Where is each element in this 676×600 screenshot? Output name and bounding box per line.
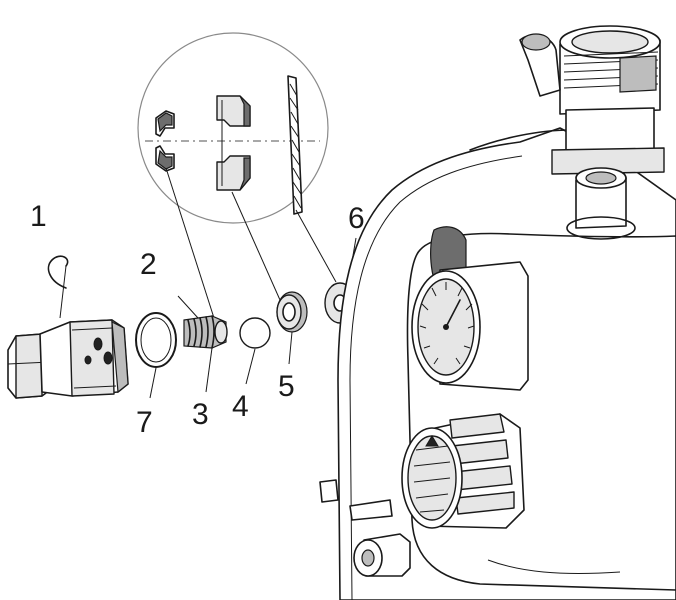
callout-labels: 1 2 3 4 5 6 7 — [30, 200, 365, 439]
part-o-ring — [135, 312, 177, 399]
part-seat-ring — [276, 291, 308, 365]
callout-2: 2 — [140, 248, 157, 281]
callout-3: 3 — [192, 398, 209, 431]
detail-seat-section — [216, 95, 251, 191]
part-spring-seal — [177, 295, 228, 393]
callout-5: 5 — [278, 370, 295, 403]
part-cap-housing — [7, 255, 129, 399]
fitting-middle — [566, 167, 636, 240]
pump-housing — [319, 25, 676, 600]
callout-4: 4 — [232, 390, 249, 423]
drain-plug — [349, 499, 411, 577]
callout-6: 6 — [348, 202, 365, 235]
detail-magnifier — [137, 32, 337, 319]
pressure-gauge — [411, 261, 529, 391]
callout-1: 1 — [30, 200, 47, 233]
fitting-top — [519, 25, 665, 175]
callout-7: 7 — [136, 406, 153, 439]
part-ball — [239, 317, 271, 385]
valve-knob — [401, 413, 525, 529]
detail-washer-section — [287, 75, 303, 215]
